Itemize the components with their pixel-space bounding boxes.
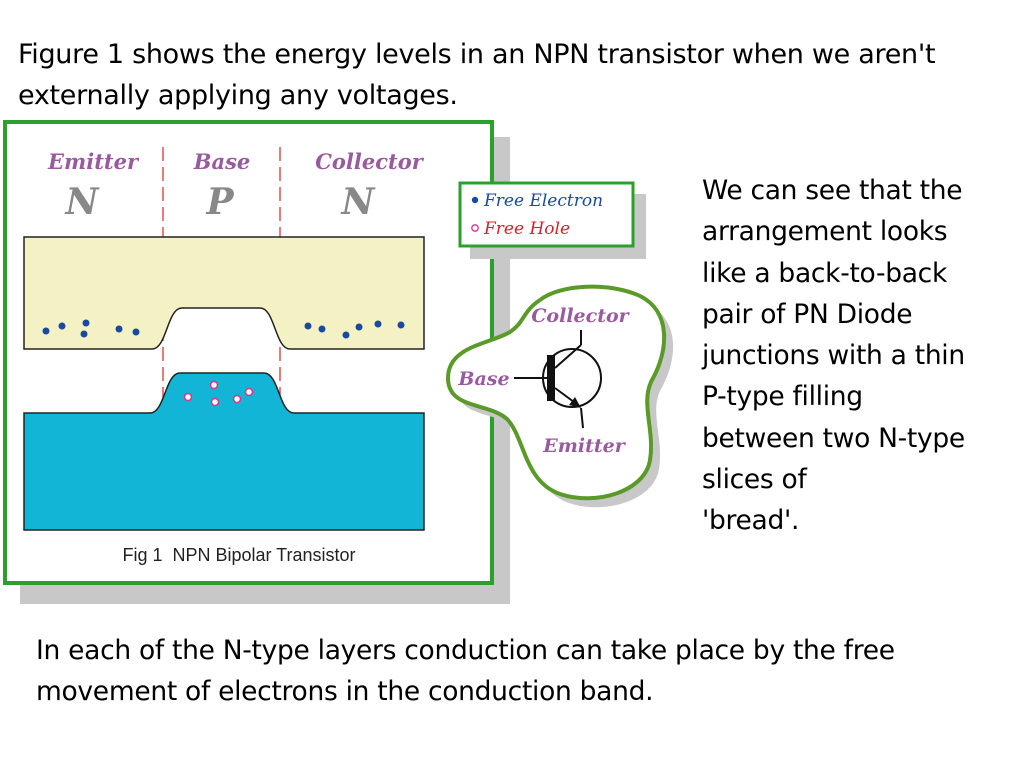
free-electron: [115, 325, 123, 333]
symbol-blob: [445, 284, 667, 501]
free-electron: [342, 331, 350, 339]
symbol-emitter-label: Emitter: [542, 435, 626, 457]
symbol-collector-label: Collector: [531, 305, 630, 327]
legend-box: [458, 181, 635, 248]
side-line: pair of PN Diode: [702, 298, 913, 330]
side-line: junctions with a thin: [702, 340, 965, 372]
conduction-band: [23, 236, 425, 350]
side-line: arrangement looks: [702, 216, 948, 248]
side-line: between two N-type: [702, 422, 965, 454]
free-electron: [397, 321, 405, 329]
collector-type: N: [341, 181, 377, 223]
side-line: P-type filling: [702, 381, 863, 413]
free-electron: [80, 330, 88, 338]
legend-hole-label: Free Hole: [483, 219, 570, 239]
side-line: slices of: [702, 464, 807, 496]
explanation-text: We can see that the arrangement looks li…: [702, 170, 1017, 542]
base-holes: [183, 380, 254, 407]
legend-electron-label: Free Electron: [483, 191, 603, 211]
electron-legend-icon: [471, 196, 479, 204]
side-line: 'bread'.: [702, 505, 800, 537]
valence-band: [23, 372, 425, 531]
free-electron: [374, 320, 382, 328]
bottom-text: In each of the N-type layers conduction …: [36, 635, 895, 707]
base-type: P: [205, 181, 234, 223]
emitter-label: Emitter: [47, 149, 140, 174]
free-electron: [355, 323, 363, 331]
emitter-type: N: [65, 181, 101, 223]
emitter-electrons: [42, 319, 140, 338]
free-hole: [183, 392, 193, 402]
collector-electrons: [304, 320, 405, 339]
figure-caption: Fig 1 NPN Bipolar Transistor: [122, 545, 355, 565]
free-electron: [132, 328, 140, 336]
free-electron: [82, 319, 90, 327]
symbol-base-label: Base: [457, 368, 509, 390]
free-electron: [304, 322, 312, 330]
hole-legend-icon: [471, 224, 479, 232]
npn-symbol-icon: [514, 330, 602, 429]
free-electron: [58, 322, 66, 330]
free-hole: [210, 397, 220, 407]
free-electron: [42, 327, 50, 335]
side-line: We can see that the: [702, 175, 963, 206]
free-hole: [232, 394, 242, 404]
collector-label: Collector: [315, 149, 425, 174]
free-hole: [209, 380, 219, 390]
side-line: like a back-to-back: [702, 257, 947, 289]
base-label: Base: [193, 149, 251, 174]
intro-text: Figure 1 shows the energy levels in an N…: [18, 39, 936, 111]
free-electron: [318, 325, 326, 333]
free-hole: [244, 387, 254, 397]
